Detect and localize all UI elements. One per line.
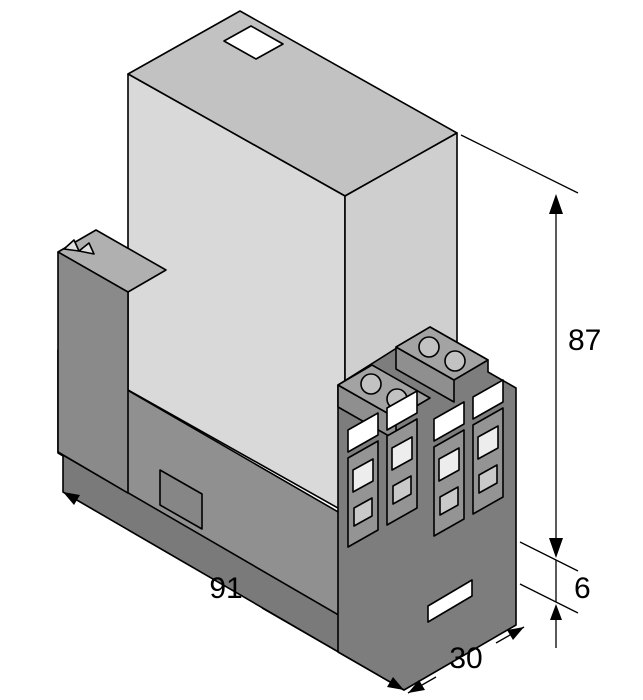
- clamp-opening: [440, 487, 458, 515]
- clamp-opening: [479, 465, 497, 493]
- top-label-sticker: [224, 26, 283, 59]
- dim-87-extension-top: [461, 135, 578, 193]
- arrow-30-end: [507, 627, 524, 640]
- arrow-6-up: [550, 604, 562, 620]
- dim-label-foot: 6: [574, 572, 591, 605]
- rail-groove: [428, 580, 472, 622]
- terminal-screw: [419, 337, 439, 357]
- wire-hole: [392, 437, 412, 470]
- clip-notch: [64, 240, 79, 251]
- dim-91-line-b: [262, 608, 404, 690]
- mounting-tab: [160, 470, 202, 529]
- dim-6-extension: [520, 584, 578, 613]
- clip-wall-front-face: [58, 252, 128, 493]
- clip-notch: [79, 243, 94, 254]
- terminal-screw: [445, 351, 465, 371]
- terminal-slot: [434, 430, 464, 536]
- arrow-30-start: [408, 680, 425, 693]
- dim-91-line-a: [63, 492, 192, 567]
- terminal-label-window: [434, 402, 464, 441]
- terminal-slot: [473, 408, 503, 514]
- dim-label-height: 87: [568, 324, 601, 357]
- terminal-back-block-top: [396, 327, 488, 380]
- terminal-label-window: [348, 413, 378, 452]
- arrow-91-end: [387, 677, 404, 690]
- wire-hole: [478, 426, 498, 459]
- dim-label-depth: 30: [449, 642, 482, 675]
- dimension-arrows: [63, 194, 563, 693]
- dim-label-length: 91: [209, 572, 242, 605]
- terminal-slot: [348, 441, 378, 547]
- arrow-87-bottom: [549, 538, 563, 558]
- wire-hole: [353, 459, 373, 492]
- terminal-block-area: [338, 327, 516, 690]
- clamp-opening: [393, 476, 411, 504]
- terminal-label-window: [387, 391, 417, 430]
- arrow-91-start: [63, 492, 80, 505]
- din-clip-wall: [58, 230, 166, 493]
- terminal-screw: [361, 374, 381, 394]
- dimension-labels: 87 91 6 30: [209, 324, 601, 675]
- dim-87-extension-bottom: [520, 542, 578, 571]
- terminal-label-window: [473, 380, 503, 419]
- terminal-slot: [387, 419, 417, 525]
- arrow-87-top: [549, 194, 563, 214]
- wire-hole: [439, 448, 459, 481]
- clamp-opening: [354, 498, 372, 526]
